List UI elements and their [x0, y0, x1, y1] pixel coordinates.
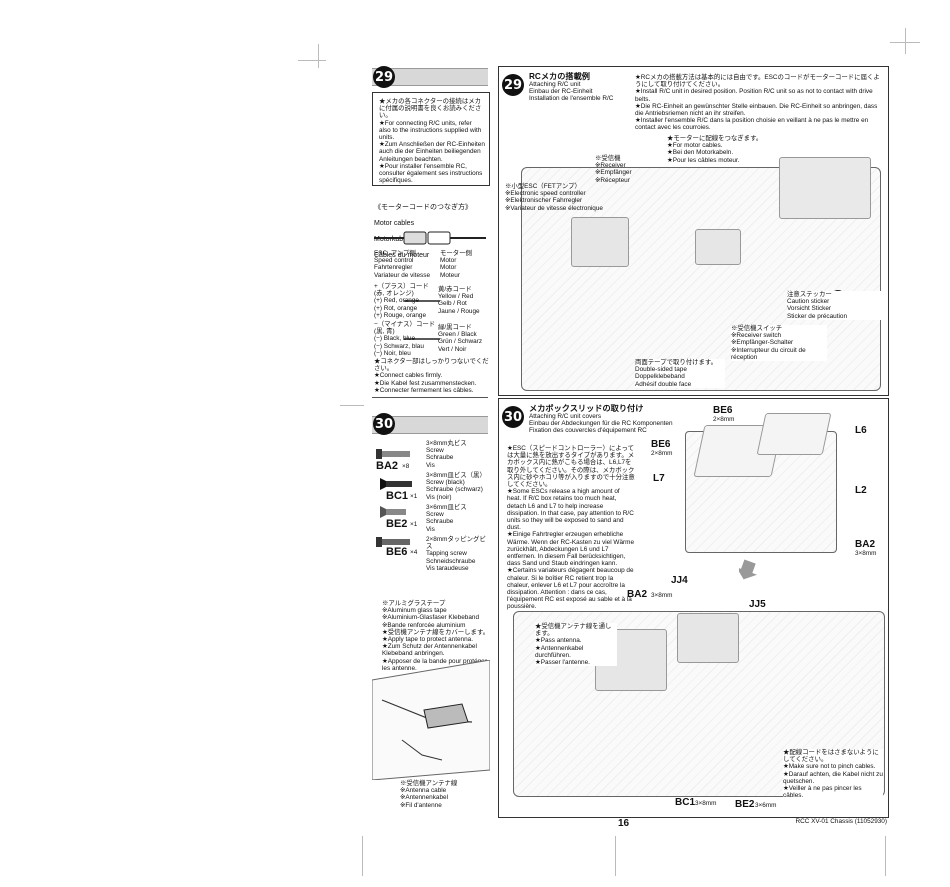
part-code: BA2 [376, 460, 399, 472]
be6-left-size: 2×8mm [651, 450, 673, 457]
plus-cable-right: 黄/赤コード Yellow / Red Gelb / Rot Jaune / R… [438, 286, 480, 315]
receiver-switch-label: ※受信機スイッチ ※Receiver switch ※Empfänger-Sch… [731, 325, 827, 362]
esc-label: ※小型ESC（FETアンプ） ※Electronic speed control… [505, 183, 603, 212]
screw-bc1-icon [380, 478, 412, 490]
ba2-right-code: BA2 [855, 539, 876, 550]
panel29-title-fr: Installation de l'ensemble R/C [529, 95, 614, 103]
plus-wire [404, 300, 440, 302]
crop-mark [362, 836, 363, 876]
connect-firmly-note: ★コネクター部はしっかりつないでください。 ★Connect cables fi… [374, 358, 489, 394]
panel30-title-de: Einbau der Abdeckungen für die RC Kompon… [529, 420, 673, 428]
screw-be2-icon [380, 506, 406, 518]
part-code: BE2 [386, 518, 408, 530]
crop-mark [890, 42, 920, 43]
panel30-titles: メカボックスリッドの取り付け Attaching R/C unit covers… [529, 404, 699, 435]
step29-bar [372, 68, 488, 86]
parts-list: BA2 ×8 3×8mm丸ビス Screw Schraube Vis BC1 ×… [372, 440, 490, 580]
antenna-pass-note: ★受信機アンテナ線を通します。 ★Pass antenna. ★Antennen… [535, 623, 617, 667]
minus-wire [404, 338, 440, 340]
be2-size: 3×6mm [755, 802, 777, 809]
cover-l6 [756, 413, 832, 455]
ba2-right-size: 3×8mm [855, 550, 877, 557]
antenna-tape-illustration [372, 660, 490, 780]
part-qty: ×1 [410, 521, 418, 528]
crop-mark [298, 60, 326, 61]
divider [372, 397, 488, 398]
step29-notice-box: ★メカの各コネクターの接続はメカに付属の説明書を良くお読みください。 ★For … [372, 92, 490, 186]
panel29-number: 29 [502, 74, 524, 96]
step29-number: 29 [373, 66, 395, 88]
panel30-title-en: Attaching R/C unit covers [529, 413, 602, 420]
cover-l2-label: L2 [855, 485, 867, 496]
part-desc: 3×8mm丸ビス Screw Schraube Vis [426, 440, 467, 469]
be6-left-code: BE6 [651, 439, 671, 450]
motor-cable-title-fr: Câbles du moteur [374, 252, 430, 259]
screw-ba2-icon [376, 449, 410, 459]
cover-l6-label: L6 [855, 425, 867, 436]
step29-panel: 29 RCメカの搭載例 Attaching R/C unit Einbau de… [498, 66, 889, 396]
be6-top-code: BE6 [713, 405, 733, 416]
motor-cable-title-de: Motorkabel [374, 236, 409, 243]
screw-be6-icon [376, 537, 410, 547]
panel29-title-de: Einbau der RC-Einheit [529, 88, 593, 96]
part-desc: 2×8mmタッピングビス Tapping screw Schneidschrau… [426, 536, 486, 572]
panel29-titles: RCメカの搭載例 Attaching R/C unit Einbau der R… [529, 72, 639, 103]
crop-mark [905, 28, 906, 54]
step30-number: 30 [373, 413, 395, 435]
panel29-note: ★RCメカの搭載方法は基本的には自由です。ESCのコードがモーターコードに届くよ… [635, 74, 880, 132]
motor-cable-heading: 《モーターコードのつなぎ方》 Motor cables Motorkabel C… [374, 196, 484, 268]
part-desc: 3×6mm皿ビス Screw Schraube Vis [426, 504, 467, 533]
connector-illustration [374, 231, 486, 245]
panel30-heat-note: ★ESC（スピードコントローラー）によっては大量に熱を放出するタイプがあります。… [507, 445, 635, 611]
motor-cable-title-en: Motor cables [374, 220, 415, 227]
ba2-mid-size: 3×8mm [651, 592, 673, 599]
cover-right [677, 613, 739, 663]
page-number: 16 [618, 818, 630, 829]
tape-note: ※アルミグラステープ ※Aluminum glass tape ※Alumini… [382, 600, 490, 672]
be2-code: BE2 [735, 799, 755, 810]
bc1-code: BC1 [675, 797, 696, 808]
minus-cable-right: 緑/黒コード Green / Black Grün / Schwarz Vert… [438, 324, 483, 353]
document-id: RCC XV-01 Chassis (11052930) [795, 818, 887, 825]
jj4-label: JJ4 [671, 575, 688, 586]
panel29-title-en: Attaching R/C unit [529, 81, 581, 88]
be6-top-size: 2×8mm [713, 416, 735, 423]
motor-side-label: モーター側 Motor Motor Moteur [440, 250, 472, 279]
panel30-title-jp: メカボックスリッドの取り付け [529, 404, 644, 413]
motor-cord-note: ★モーターに配線をつなぎます。 ★For motor cables. ★Bei … [667, 135, 763, 164]
caution-sticker-label: 注意ステッカー Caution sticker Vorsicht Sticker… [787, 291, 883, 320]
ba2-mid-code: BA2 [627, 589, 648, 600]
crop-mark [885, 836, 886, 876]
crop-mark [615, 836, 616, 876]
receiver-label: ※受信機 ※Receiver ※Empfänger ※Récepteur [595, 155, 632, 184]
step30-panel: 30 メカボックスリッドの取り付け Attaching R/C unit cov… [498, 398, 889, 818]
part-code: BC1 [386, 490, 409, 502]
crop-mark [318, 44, 319, 68]
part-desc: 3×8mm皿ビス（黒） Screw (black) Schraube (schw… [426, 472, 486, 501]
part-qty: ×1 [410, 493, 418, 500]
panel30-number: 30 [502, 406, 524, 428]
motor-cable-title-jp: 《モーターコードのつなぎ方》 [374, 204, 472, 211]
antenna-cable-label: ※受信機アンテナ線 ※Antenna cable ※Antennenkabel … [400, 780, 458, 809]
receiver-unit [695, 229, 741, 265]
cover-l7-label: L7 [653, 473, 665, 484]
panel30-title-fr: Fixation des couvercles d'équipement RC [529, 427, 647, 435]
part-qty: ×8 [402, 463, 410, 470]
double-sided-tape-label: 両面テープで取り付けます。 Double-sided tape Doppelkl… [635, 359, 725, 388]
part-qty: ×4 [410, 549, 418, 556]
jj5-label: JJ5 [749, 599, 766, 610]
part-code: BE6 [386, 546, 408, 558]
bc1-size: 3×8mm [695, 800, 717, 807]
crop-mark [340, 405, 364, 406]
esc-unit [571, 217, 629, 267]
panel29-title-jp: RCメカの搭載例 [529, 72, 590, 81]
motor-unit [779, 157, 871, 219]
step29-notice: ★メカの各コネクターの接続はメカに付属の説明書を良くお読みください。 ★For … [379, 98, 485, 185]
step30-bar [372, 416, 488, 434]
esc-side-label: ESC, アンプ側 Speed control Fahrtenregler Va… [374, 250, 431, 279]
down-arrow-icon [739, 559, 757, 580]
pinch-note: ★配線コードをはさまないようにしてください。 ★Make sure not to… [783, 749, 883, 800]
